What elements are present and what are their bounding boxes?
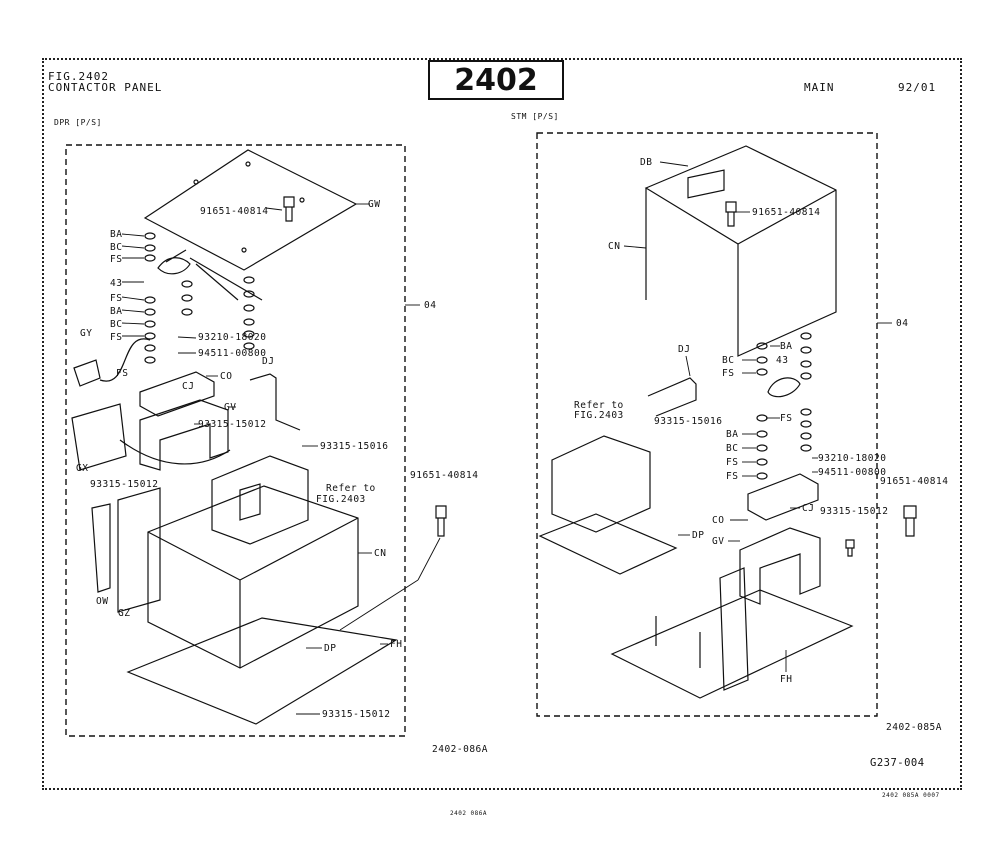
group-label: MAIN [804, 81, 835, 94]
left-connector-gx [71, 403, 127, 471]
label-gz: GZ [118, 608, 131, 619]
part-number: 93210-18020 [818, 453, 887, 464]
right-assembly-box [536, 132, 878, 717]
part-number: 93315-15012 [322, 709, 391, 720]
right-bracket-gv [739, 527, 821, 605]
right-drawing-number: 2402-085A [886, 722, 942, 733]
label-ba: BA [726, 429, 739, 440]
label-cj: CJ [802, 503, 815, 514]
part-number: 91651-40814 [200, 206, 269, 217]
label-fs: FS [110, 254, 123, 265]
left-panel-subtitle: DPR [P/S] [54, 118, 102, 127]
label-cn: CN [374, 548, 387, 559]
label-gv: GV [224, 402, 237, 413]
catalog-code: G237-004 [870, 757, 925, 769]
left-plate-gz [117, 487, 161, 613]
figure-title: CONTACTOR PANEL [48, 81, 163, 94]
scan-stamp-left: 2402 086A [450, 810, 488, 817]
left-contactor [211, 455, 309, 545]
label-bc: BC [722, 355, 735, 366]
label-cn: CN [608, 241, 621, 252]
part-number: 93315-15016 [654, 416, 723, 427]
label-dj: DJ [262, 356, 275, 367]
right-contactor [551, 435, 651, 533]
left-bracket-gv [139, 399, 229, 471]
reference-fig: FIG.2403 [574, 410, 624, 421]
right-bracket-dj [647, 377, 697, 417]
label-dp: DP [324, 643, 337, 654]
part-number: 91651-40814 [410, 470, 479, 481]
part-number: 93315-15012 [198, 419, 267, 430]
part-number: 91651-40814 [752, 207, 821, 218]
right-base-plate [610, 589, 854, 699]
left-plate-ow [91, 503, 111, 593]
left-bracket-dj [249, 373, 301, 431]
reference-note: Refer to [326, 483, 376, 494]
label-fh: FH [390, 639, 403, 650]
label-fs: FS [722, 368, 735, 379]
label-bc: BC [110, 319, 123, 330]
label-fs: FS [726, 471, 739, 482]
right-fuse [767, 377, 801, 398]
label-fs: FS [116, 368, 129, 379]
label-dj: DJ [678, 344, 691, 355]
label-fs: FS [110, 332, 123, 343]
part-number: 94511-00800 [198, 348, 267, 359]
left-case [147, 485, 359, 669]
scan-stamp-right: 2402 085A 0007 [882, 792, 940, 799]
left-assembly-box [65, 144, 406, 737]
label-db: DB [640, 157, 653, 168]
label-co: CO [712, 515, 725, 526]
label-bc: BC [726, 443, 739, 454]
left-drawing-number: 2402-086A [432, 744, 488, 755]
drawing-border [42, 58, 962, 790]
label-cj: CJ [182, 381, 195, 392]
left-washer-stack [144, 232, 255, 364]
label-04: 04 [896, 318, 909, 329]
left-base-plate [126, 617, 398, 725]
label-dp: DP [692, 530, 705, 541]
label-gx: GX [76, 463, 89, 474]
part-number: 91651-40814 [880, 476, 949, 487]
label-fs: FS [726, 457, 739, 468]
right-washer-stack [756, 332, 812, 480]
revision-date: 92/01 [898, 81, 937, 94]
label-ba: BA [110, 229, 123, 240]
part-number: 93315-15012 [820, 506, 889, 517]
label-co: CO [220, 371, 233, 382]
part-number: 93315-15016 [320, 441, 389, 452]
right-cover [644, 145, 837, 357]
label-bc: BC [110, 242, 123, 253]
figure-number-badge: 2402 [428, 60, 564, 100]
label-fh: FH [780, 674, 793, 685]
part-number: 94511-00800 [818, 467, 887, 478]
part-number: 93315-15012 [90, 479, 159, 490]
right-terminal-block [747, 473, 819, 521]
reference-fig: FIG.2403 [316, 494, 366, 505]
label-04: 04 [424, 300, 437, 311]
label-43: 43 [776, 355, 789, 366]
right-panel-subtitle: STM [P/S] [511, 112, 559, 121]
reference-note: Refer to [574, 400, 624, 411]
label-43: 43 [110, 278, 123, 289]
left-connector-gy [73, 359, 101, 387]
label-fs: FS [780, 413, 793, 424]
label-ow: OW [96, 596, 109, 607]
label-fs: FS [110, 293, 123, 304]
label-gv: GV [712, 536, 725, 547]
label-ba: BA [110, 306, 123, 317]
left-fuse [157, 249, 191, 275]
label-ba: BA [780, 341, 793, 352]
part-number: 93210-18020 [198, 332, 267, 343]
left-terminal-block [139, 371, 215, 417]
label-gw: GW [368, 199, 381, 210]
label-gy: GY [80, 328, 93, 339]
figure-label: FIG.2402 [48, 70, 109, 83]
